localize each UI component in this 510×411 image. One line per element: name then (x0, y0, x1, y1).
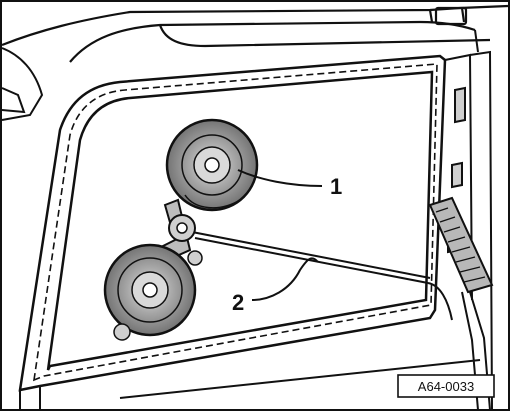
window-frame (18, 54, 447, 392)
callout-1: 1 (330, 174, 342, 199)
door-body-lower (19, 359, 481, 410)
reference-code-box: A64-0033 (397, 374, 495, 398)
mirror-outline (1, 47, 44, 121)
leader-line-2 (251, 257, 319, 301)
horn-lower (103, 243, 197, 341)
callout-2: 2 (232, 290, 244, 315)
wiring-harness (191, 231, 453, 321)
sealing-strip (428, 196, 494, 411)
car-roof-outline (1, 4, 509, 63)
window-seal-dashed (33, 63, 438, 382)
horn-upper (165, 118, 259, 212)
leader-line-1 (237, 169, 323, 187)
reference-code: A64-0033 (418, 379, 474, 394)
